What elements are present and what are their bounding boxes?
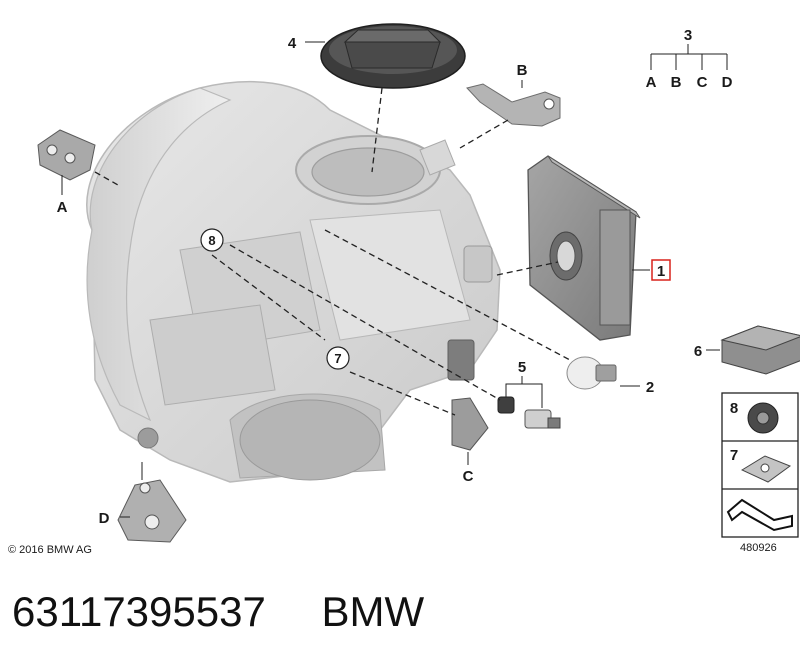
tape-strip-icon [726, 498, 793, 532]
callout-7: 7 [334, 351, 341, 366]
part-number: 63117395537 [12, 588, 266, 635]
callout-8: 8 [208, 233, 215, 248]
callout-a: A [57, 199, 68, 216]
side-panel: 8 7 [721, 392, 799, 538]
callout-1: 1 [657, 263, 665, 280]
bulb-part [566, 356, 617, 390]
bracket-b-part [466, 83, 561, 127]
small-bulb-parts [497, 396, 561, 429]
clip-c-part [451, 397, 489, 451]
callout-5: 5 [518, 359, 526, 376]
callout-8-circle [200, 228, 224, 252]
tree-leaf-d: D [722, 74, 733, 91]
leader-lines [61, 41, 720, 518]
copyright-text: © 2016 BMW AG [8, 544, 92, 556]
brand-name: BMW [321, 588, 425, 635]
clip-a-part [37, 129, 96, 181]
callout-labels: 4 B A 1 2 5 C D 6 8 7 [57, 35, 703, 527]
callout-c: C [463, 468, 474, 485]
exploded-parts-diagram: 3 A B C D 4 B A 1 2 5 C D 6 8 7 8 7 [8, 23, 800, 556]
part-3-variant-tree: 3 A B C D [646, 27, 733, 91]
control-unit-part [527, 155, 641, 341]
cover-cap-part [320, 23, 466, 89]
tree-leaf-c: C [697, 74, 708, 91]
side-panel-label-8: 8 [730, 400, 738, 417]
callout-d: D [99, 510, 110, 527]
push-nut-icon [747, 402, 779, 434]
side-panel-label-7: 7 [730, 447, 738, 464]
callout-b: B [517, 62, 528, 79]
mount-d-part [117, 479, 187, 543]
callout-7-circle [326, 346, 350, 370]
callout-2: 2 [646, 379, 654, 396]
part-footer: 63117395537 BMW [12, 588, 792, 648]
callout-6: 6 [694, 343, 702, 360]
callout-1-highlight [651, 259, 671, 281]
tree-leaf-a: A [646, 74, 657, 91]
speed-nut-icon [740, 455, 792, 483]
diagram-id: 480926 [740, 542, 777, 554]
callout-4: 4 [288, 35, 297, 52]
tree-leaf-b: B [671, 74, 682, 91]
callout-3-root: 3 [684, 27, 692, 44]
pad-block-part [720, 325, 800, 375]
